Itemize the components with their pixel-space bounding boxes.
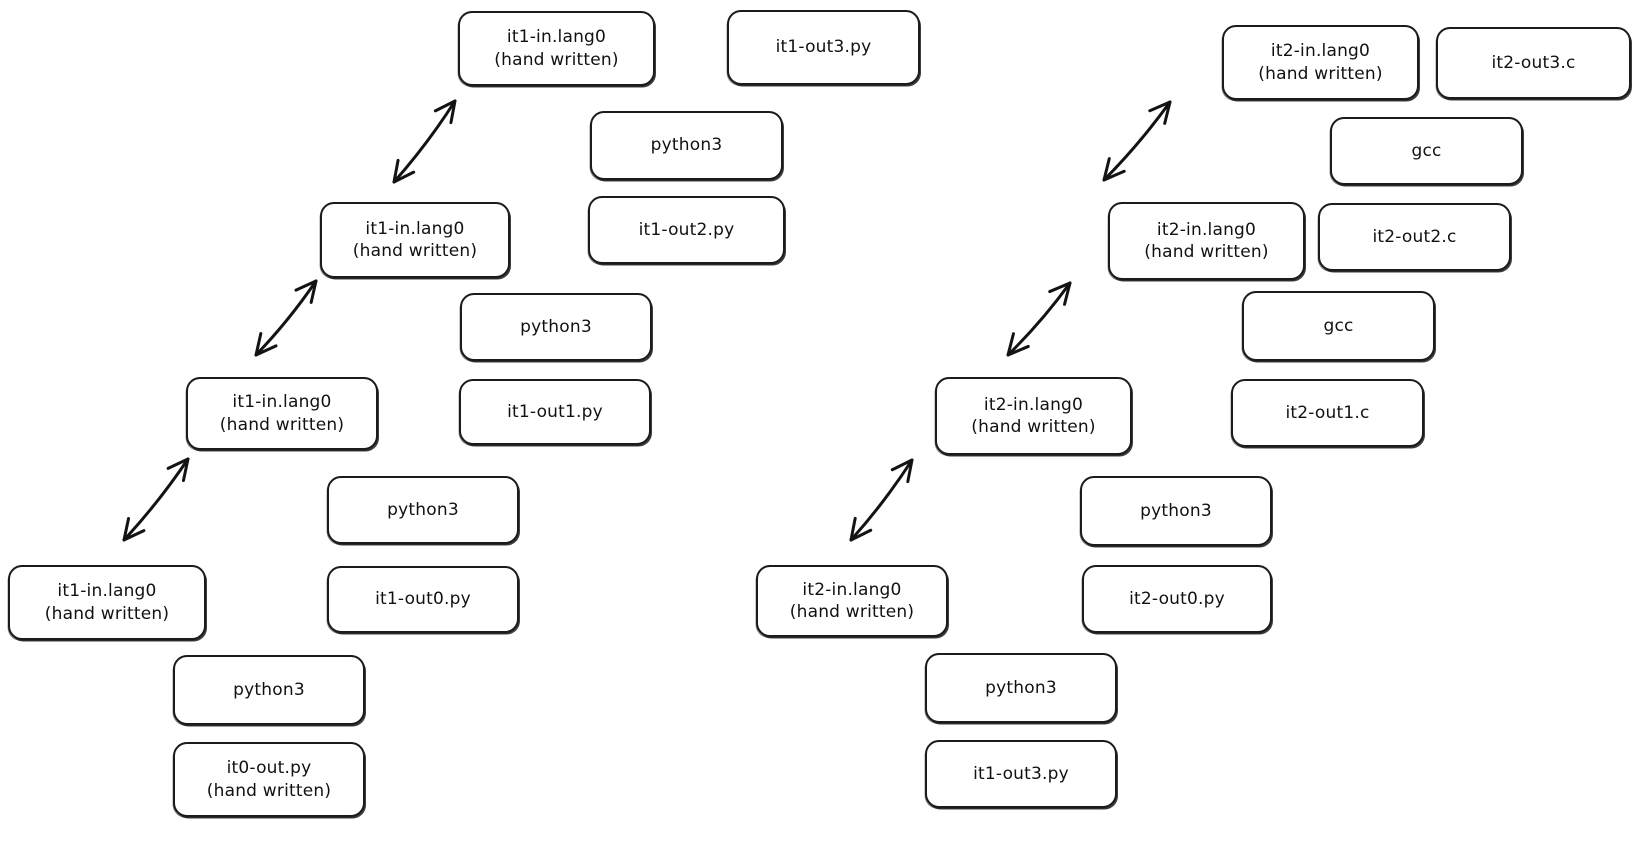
node-r-gcc2[interactable]: gcc xyxy=(1242,291,1435,361)
node-r-in0[interactable]: it2-in.lang0 (hand written) xyxy=(756,565,948,637)
arrow-head-down xyxy=(392,158,416,184)
arrow-shaft xyxy=(1006,281,1072,357)
node-label: it2-in.lang0 (hand written) xyxy=(971,394,1096,437)
node-l-py3[interactable]: python3 xyxy=(590,111,783,180)
node-r-in2[interactable]: it2-in.lang0 (hand written) xyxy=(1108,202,1305,280)
node-label: it0-out.py (hand written) xyxy=(206,758,332,801)
node-l-it0[interactable]: it0-out.py (hand written) xyxy=(173,742,365,817)
arrow-head-down xyxy=(254,332,278,357)
node-label: python3 xyxy=(387,499,459,520)
arrow-shaft xyxy=(1102,100,1172,182)
arrow-head-up xyxy=(890,458,914,484)
arrow-head-up xyxy=(166,457,190,483)
node-label: python3 xyxy=(233,679,305,700)
node-r-py1[interactable]: python3 xyxy=(1080,476,1272,546)
node-label: gcc xyxy=(1411,140,1442,161)
arrow-shaft xyxy=(122,457,190,542)
node-label: it1-in.lang0 (hand written) xyxy=(494,27,619,70)
node-label: it2-out3.c xyxy=(1491,52,1576,73)
node-r-in1[interactable]: it2-in.lang0 (hand written) xyxy=(935,377,1132,455)
node-label: it2-out2.c xyxy=(1372,226,1457,247)
node-label: it1-out1.py xyxy=(507,401,603,422)
arrow-head-down xyxy=(1102,157,1126,182)
node-label: it2-out1.c xyxy=(1285,402,1370,423)
node-label: it1-out2.py xyxy=(638,219,735,240)
node-label: it1-out0.py xyxy=(375,589,471,610)
node-label: it1-out3.py xyxy=(775,37,872,58)
node-l-out1[interactable]: it1-out1.py xyxy=(459,379,651,445)
node-label: it1-in.lang0 (hand written) xyxy=(352,218,478,261)
node-l-in1[interactable]: it1-in.lang0 (hand written) xyxy=(186,377,378,450)
node-label: python3 xyxy=(985,677,1057,698)
arrow-r-arrow-1 xyxy=(849,458,914,542)
node-label: it2-in.lang0 (hand written) xyxy=(1144,219,1269,262)
node-label: it1-in.lang0 (hand written) xyxy=(219,392,345,435)
node-label: it1-out3.py xyxy=(973,763,1069,784)
node-r-out2[interactable]: it2-out2.c xyxy=(1318,203,1511,271)
arrow-head-up xyxy=(433,99,457,125)
node-l-in2[interactable]: it1-in.lang0 (hand written) xyxy=(320,202,510,278)
arrow-head-down xyxy=(849,516,873,542)
arrow-head-down xyxy=(1006,332,1030,357)
node-label: it2-in.lang0 (hand written) xyxy=(789,579,915,622)
node-r-py0[interactable]: python3 xyxy=(925,653,1117,723)
node-label: python3 xyxy=(520,316,592,337)
node-r-in3[interactable]: it2-in.lang0 (hand written) xyxy=(1222,25,1419,100)
node-l-in0[interactable]: it1-in.lang0 (hand written) xyxy=(8,565,206,640)
node-label: it1-in.lang0 (hand written) xyxy=(44,581,170,624)
node-l-py1[interactable]: python3 xyxy=(327,476,519,544)
arrow-head-up xyxy=(294,279,318,304)
node-l-out0[interactable]: it1-out0.py xyxy=(327,566,519,633)
arrow-shaft xyxy=(254,279,318,357)
node-l-py2[interactable]: python3 xyxy=(460,293,652,361)
arrow-l-arrow-1 xyxy=(122,457,190,542)
arrow-r-arrow-3 xyxy=(1102,100,1172,182)
arrow-l-arrow-2 xyxy=(254,279,318,357)
node-label: python3 xyxy=(1140,500,1212,521)
arrow-head-up xyxy=(1048,281,1072,306)
node-l-out3[interactable]: it1-out3.py xyxy=(727,10,920,85)
arrow-r-arrow-2 xyxy=(1006,281,1072,357)
arrow-head-up xyxy=(1148,100,1172,125)
node-label: it2-out0.py xyxy=(1129,588,1225,609)
node-l-out2[interactable]: it1-out2.py xyxy=(588,196,785,264)
node-label: gcc xyxy=(1323,315,1354,336)
node-l-in3[interactable]: it1-in.lang0 (hand written) xyxy=(458,11,655,86)
node-r-out3[interactable]: it2-out3.c xyxy=(1436,27,1631,99)
node-r-out1[interactable]: it2-out1.c xyxy=(1231,379,1424,447)
arrow-shaft xyxy=(392,99,457,184)
node-r-gcc3[interactable]: gcc xyxy=(1330,117,1523,185)
node-r-out0[interactable]: it2-out0.py xyxy=(1082,565,1272,633)
node-r-it1[interactable]: it1-out3.py xyxy=(925,740,1117,808)
node-label: python3 xyxy=(650,135,723,156)
node-l-py0[interactable]: python3 xyxy=(173,655,365,725)
arrow-shaft xyxy=(849,458,914,542)
arrow-head-down xyxy=(122,516,146,542)
arrow-l-arrow-3 xyxy=(392,99,457,184)
node-label: it2-in.lang0 (hand written) xyxy=(1258,41,1383,84)
